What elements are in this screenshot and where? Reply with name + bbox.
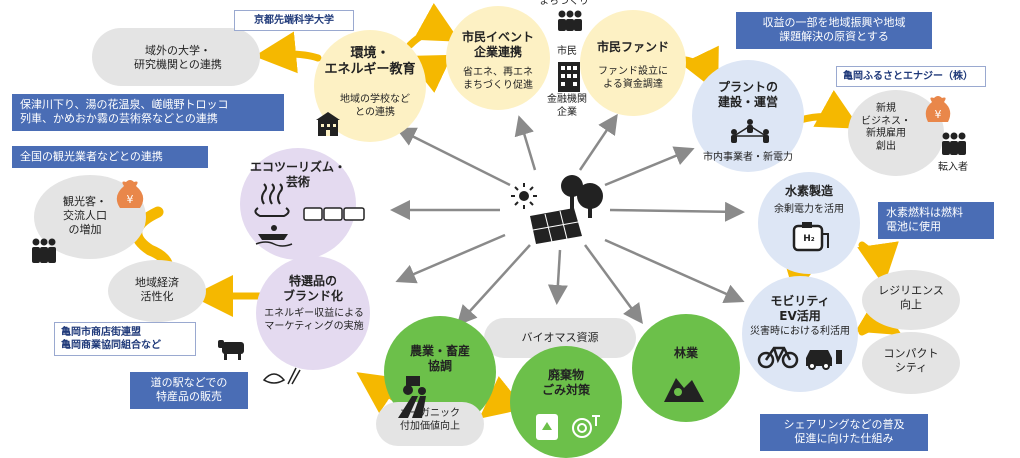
forestry-circle xyxy=(632,314,740,422)
shops-tag: 亀岡市商店街連盟 亀岡商業協同組合など xyxy=(54,322,196,356)
hub-arrows xyxy=(390,113,745,326)
plant-title: プラントの 建設・運営 xyxy=(717,80,778,109)
economy-bubble xyxy=(108,260,206,322)
tourism-links-tag: 保津川下り、湯の花温泉、嵯峨野トロッコ 列車、かめおか霧の芸術祭などとの連携 xyxy=(12,94,284,131)
env-edu-title: 環境・ エネルギー教育 xyxy=(324,46,416,78)
ecotour-circle xyxy=(240,148,356,260)
mobility-title: モビリティ EV活用 xyxy=(770,294,830,323)
forest-mountain-icon xyxy=(664,378,704,402)
biomass-label: バイオマス資源 xyxy=(521,331,599,344)
waste-title: 廃棄物 ごみ対策 xyxy=(541,368,590,397)
resilience-label: レジリエンス 向上 xyxy=(878,284,944,311)
yen-symbol: ¥ xyxy=(935,108,942,121)
cow-icon xyxy=(218,340,244,360)
hydrogen-fuel-tag: 水素燃料は燃料 電池に使用 xyxy=(878,202,994,239)
sun-icon xyxy=(511,183,537,209)
compact-label: コンパクト シティ xyxy=(883,347,939,374)
field-icon xyxy=(398,396,426,418)
money-bag-icon: ¥ xyxy=(925,96,951,122)
school-icon xyxy=(316,112,340,136)
train-icon xyxy=(303,207,365,221)
migrants-label: 転入者 xyxy=(938,162,968,173)
finance-label: 金融機関 企業 xyxy=(547,94,587,118)
hydrogen-sub: 余剰電力を活用 xyxy=(774,204,844,215)
waste-circle xyxy=(510,346,622,458)
roadside-tag: 道の駅などでの 特産品の販売 xyxy=(130,372,248,409)
agri-title: 農業・畜産 協調 xyxy=(409,344,470,373)
trees-icon xyxy=(561,175,603,218)
citizen-group-icon xyxy=(558,10,582,31)
ev-car-icon xyxy=(806,350,842,370)
boat-icon xyxy=(255,225,293,247)
newbiz-bubble xyxy=(848,90,944,176)
env-edu-sub: 地域の学校など との連携 xyxy=(340,94,410,118)
kyoto-univ-tag: 京都先端科学大学 xyxy=(234,10,354,31)
compact-bubble xyxy=(862,332,960,394)
citizen-label: 市民 xyxy=(557,46,577,57)
ecotour-title: エコツーリズム・ 芸術 xyxy=(249,160,346,189)
tourism-national-tag: 全国の観光業者などとの連携 xyxy=(12,146,208,169)
bank-building-icon xyxy=(558,62,580,92)
svg-text:¥: ¥ xyxy=(127,193,134,206)
citizen-fund-circle xyxy=(580,10,686,116)
organic-bubble xyxy=(376,402,484,446)
tourists-label: 観光客・ 交流人口 の増加 xyxy=(63,195,107,236)
forestry-title: 林業 xyxy=(673,346,698,360)
hydrogen-title: 水素製造 xyxy=(784,184,833,198)
newbiz-label: 新規 ビジネス・ 新規雇用 創出 xyxy=(861,103,911,152)
economy-label: 地域経済 活性化 xyxy=(135,276,179,303)
univ-label: 域外の大学・ 研究機関との連携 xyxy=(134,44,222,71)
plant-sub: 市内事業者・新電力 xyxy=(703,152,793,163)
solar-panel-icon xyxy=(530,208,582,244)
citizen-event-sub: 省エネ、再エネ まちづくり促進 xyxy=(463,67,533,91)
univ-bubble xyxy=(92,28,260,86)
organic-label: オーガニック 付加価値向上 xyxy=(400,408,460,432)
sharing-tag: シェアリングなどの普及 促進に向けた仕組み xyxy=(760,414,928,451)
resilience-bubble xyxy=(862,270,960,330)
gear-plug-icon xyxy=(572,415,600,438)
bicycle-icon xyxy=(757,346,799,369)
recycle-bin-icon xyxy=(536,414,558,440)
citizen-fund-sub: ファンド設立に よる資金調達 xyxy=(598,66,668,90)
revenue-tag: 収益の一部を地域振興や地域 課題解決の原資とする xyxy=(736,12,932,49)
brand-title: 特選品の ブランド化 xyxy=(282,274,343,303)
citizen-event-title: 市民イベント 企業連携 xyxy=(461,30,534,59)
tractor-icon xyxy=(403,376,426,395)
hydrogen-tank-icon xyxy=(792,222,829,252)
brand-sub: エネルギー収益による マーケティングの実施 xyxy=(264,308,364,332)
tourists-money-bag-icon: ¥ xyxy=(116,180,144,208)
onsen-icon xyxy=(254,183,290,217)
network-people-icon xyxy=(731,119,769,143)
mobility-sub: 災害時における利活用 xyxy=(750,326,850,337)
citizen-event-circle xyxy=(446,6,550,110)
migrants-people-icon xyxy=(942,132,966,155)
mobility-circle xyxy=(742,276,858,392)
vegetables-icon xyxy=(262,367,301,385)
tourists-people-icon xyxy=(32,238,56,263)
plant-circle xyxy=(692,60,804,172)
top-caption: まちづくり xyxy=(539,0,589,7)
citizen-fund-title: 市民ファンド xyxy=(596,40,669,54)
brand-circle xyxy=(256,256,370,370)
kameoka-energy-tag: 亀岡ふるさとエナジー（株） xyxy=(836,66,986,87)
h2-label: H₂ xyxy=(803,234,815,244)
